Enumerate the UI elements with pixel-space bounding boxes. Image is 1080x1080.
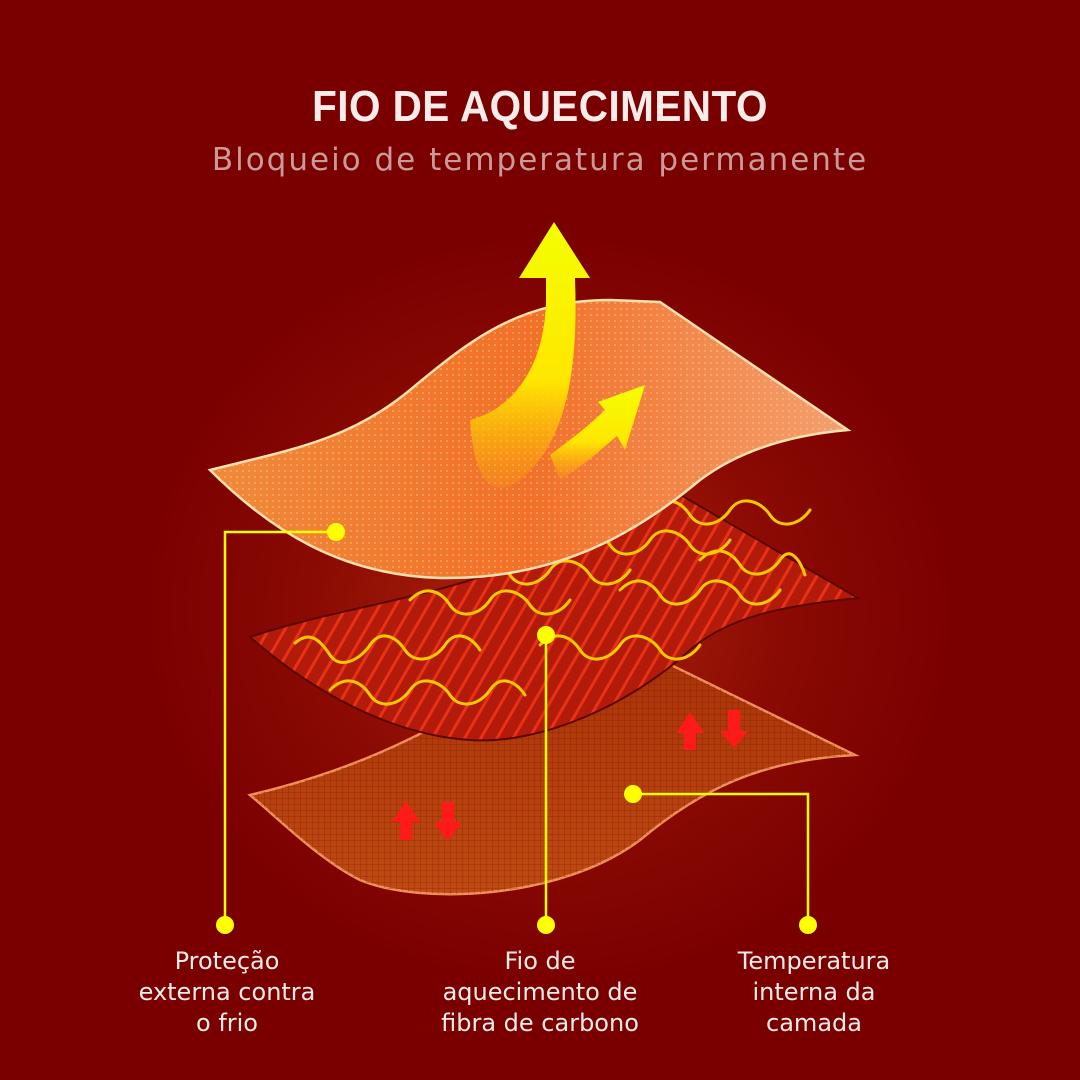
label-inner-temp: Temperatura interna da camada bbox=[684, 946, 944, 1039]
air-circulation-arrows-icon bbox=[392, 710, 748, 841]
callout-dot-inner-temp-end bbox=[799, 916, 817, 934]
callout-protection bbox=[223, 530, 336, 925]
label-line: Proteção bbox=[174, 947, 280, 975]
callout-dot-inner-temp-start bbox=[624, 785, 642, 803]
label-line: o frio bbox=[196, 1009, 258, 1037]
label-line: externa contra bbox=[138, 978, 316, 1006]
label-line: Temperatura bbox=[737, 947, 891, 975]
callout-dot-heating-wire-start bbox=[537, 626, 555, 644]
callout-inner-temp bbox=[633, 792, 810, 925]
label-line: aquecimento de bbox=[442, 978, 638, 1006]
heat-escape-arrow-icon bbox=[470, 222, 645, 488]
callout-dot-protection-start bbox=[327, 523, 345, 541]
page-title: FIO DE AQUECIMENTO bbox=[312, 82, 768, 131]
label-line: Fio de bbox=[504, 947, 576, 975]
callout-dot-heating-wire-end bbox=[537, 916, 555, 934]
label-heating-wire: Fio de aquecimento de fibra de carbono bbox=[410, 946, 670, 1039]
callout-dot-protection-end bbox=[216, 916, 234, 934]
page-subtitle: Bloqueio de temperatura permanente bbox=[211, 142, 869, 178]
label-line: fibra de carbono bbox=[441, 1009, 639, 1037]
label-line: camada bbox=[766, 1009, 862, 1037]
label-line: interna da bbox=[752, 978, 876, 1006]
label-protection: Proteção externa contra o frio bbox=[97, 946, 357, 1039]
